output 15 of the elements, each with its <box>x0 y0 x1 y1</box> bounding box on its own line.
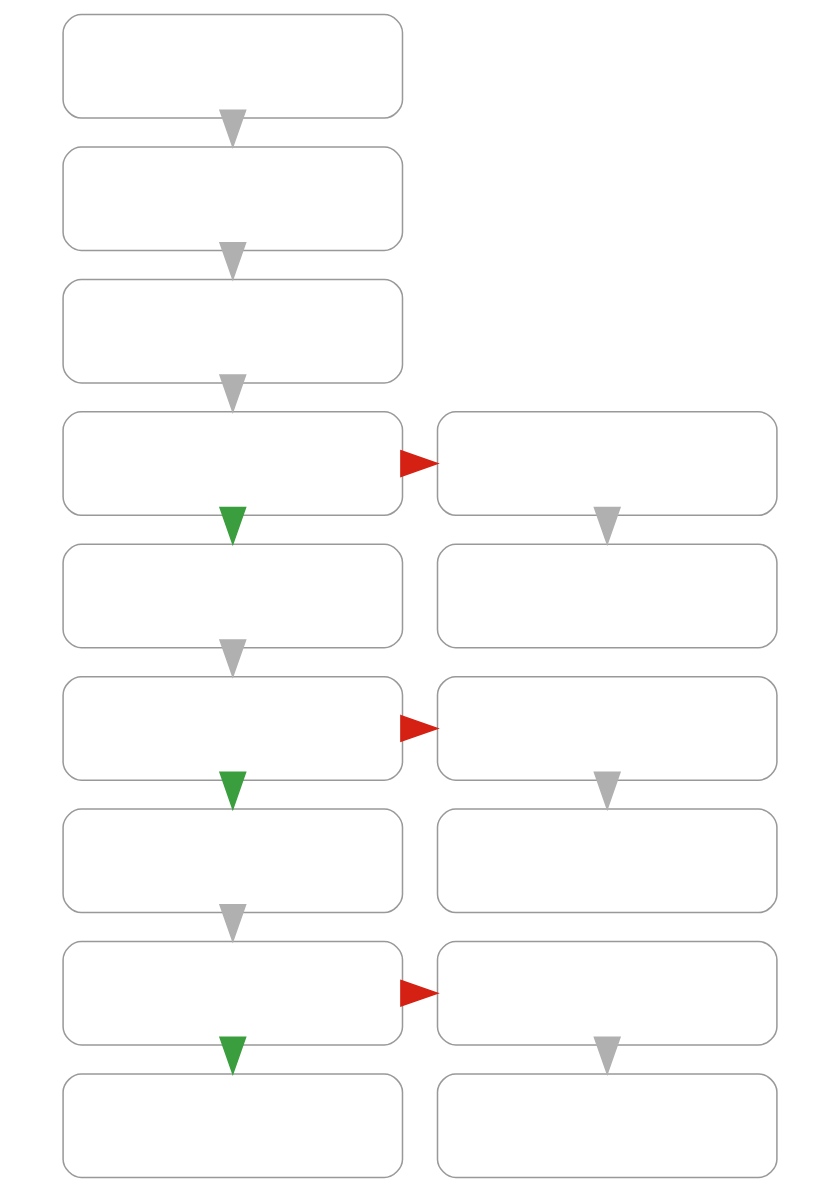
arrow <box>593 1036 622 1076</box>
node-box <box>436 808 778 914</box>
arrow <box>218 506 247 547</box>
arrow <box>593 506 622 547</box>
node-box <box>436 543 778 649</box>
arrow <box>218 109 247 150</box>
node-box <box>62 1073 404 1179</box>
node-box <box>436 1073 778 1179</box>
arrow <box>593 771 622 812</box>
arrow <box>218 771 247 812</box>
arrow <box>218 903 247 944</box>
arrow <box>218 639 247 679</box>
arrow <box>218 241 247 282</box>
arrow <box>218 374 247 414</box>
arrow <box>218 1036 247 1076</box>
